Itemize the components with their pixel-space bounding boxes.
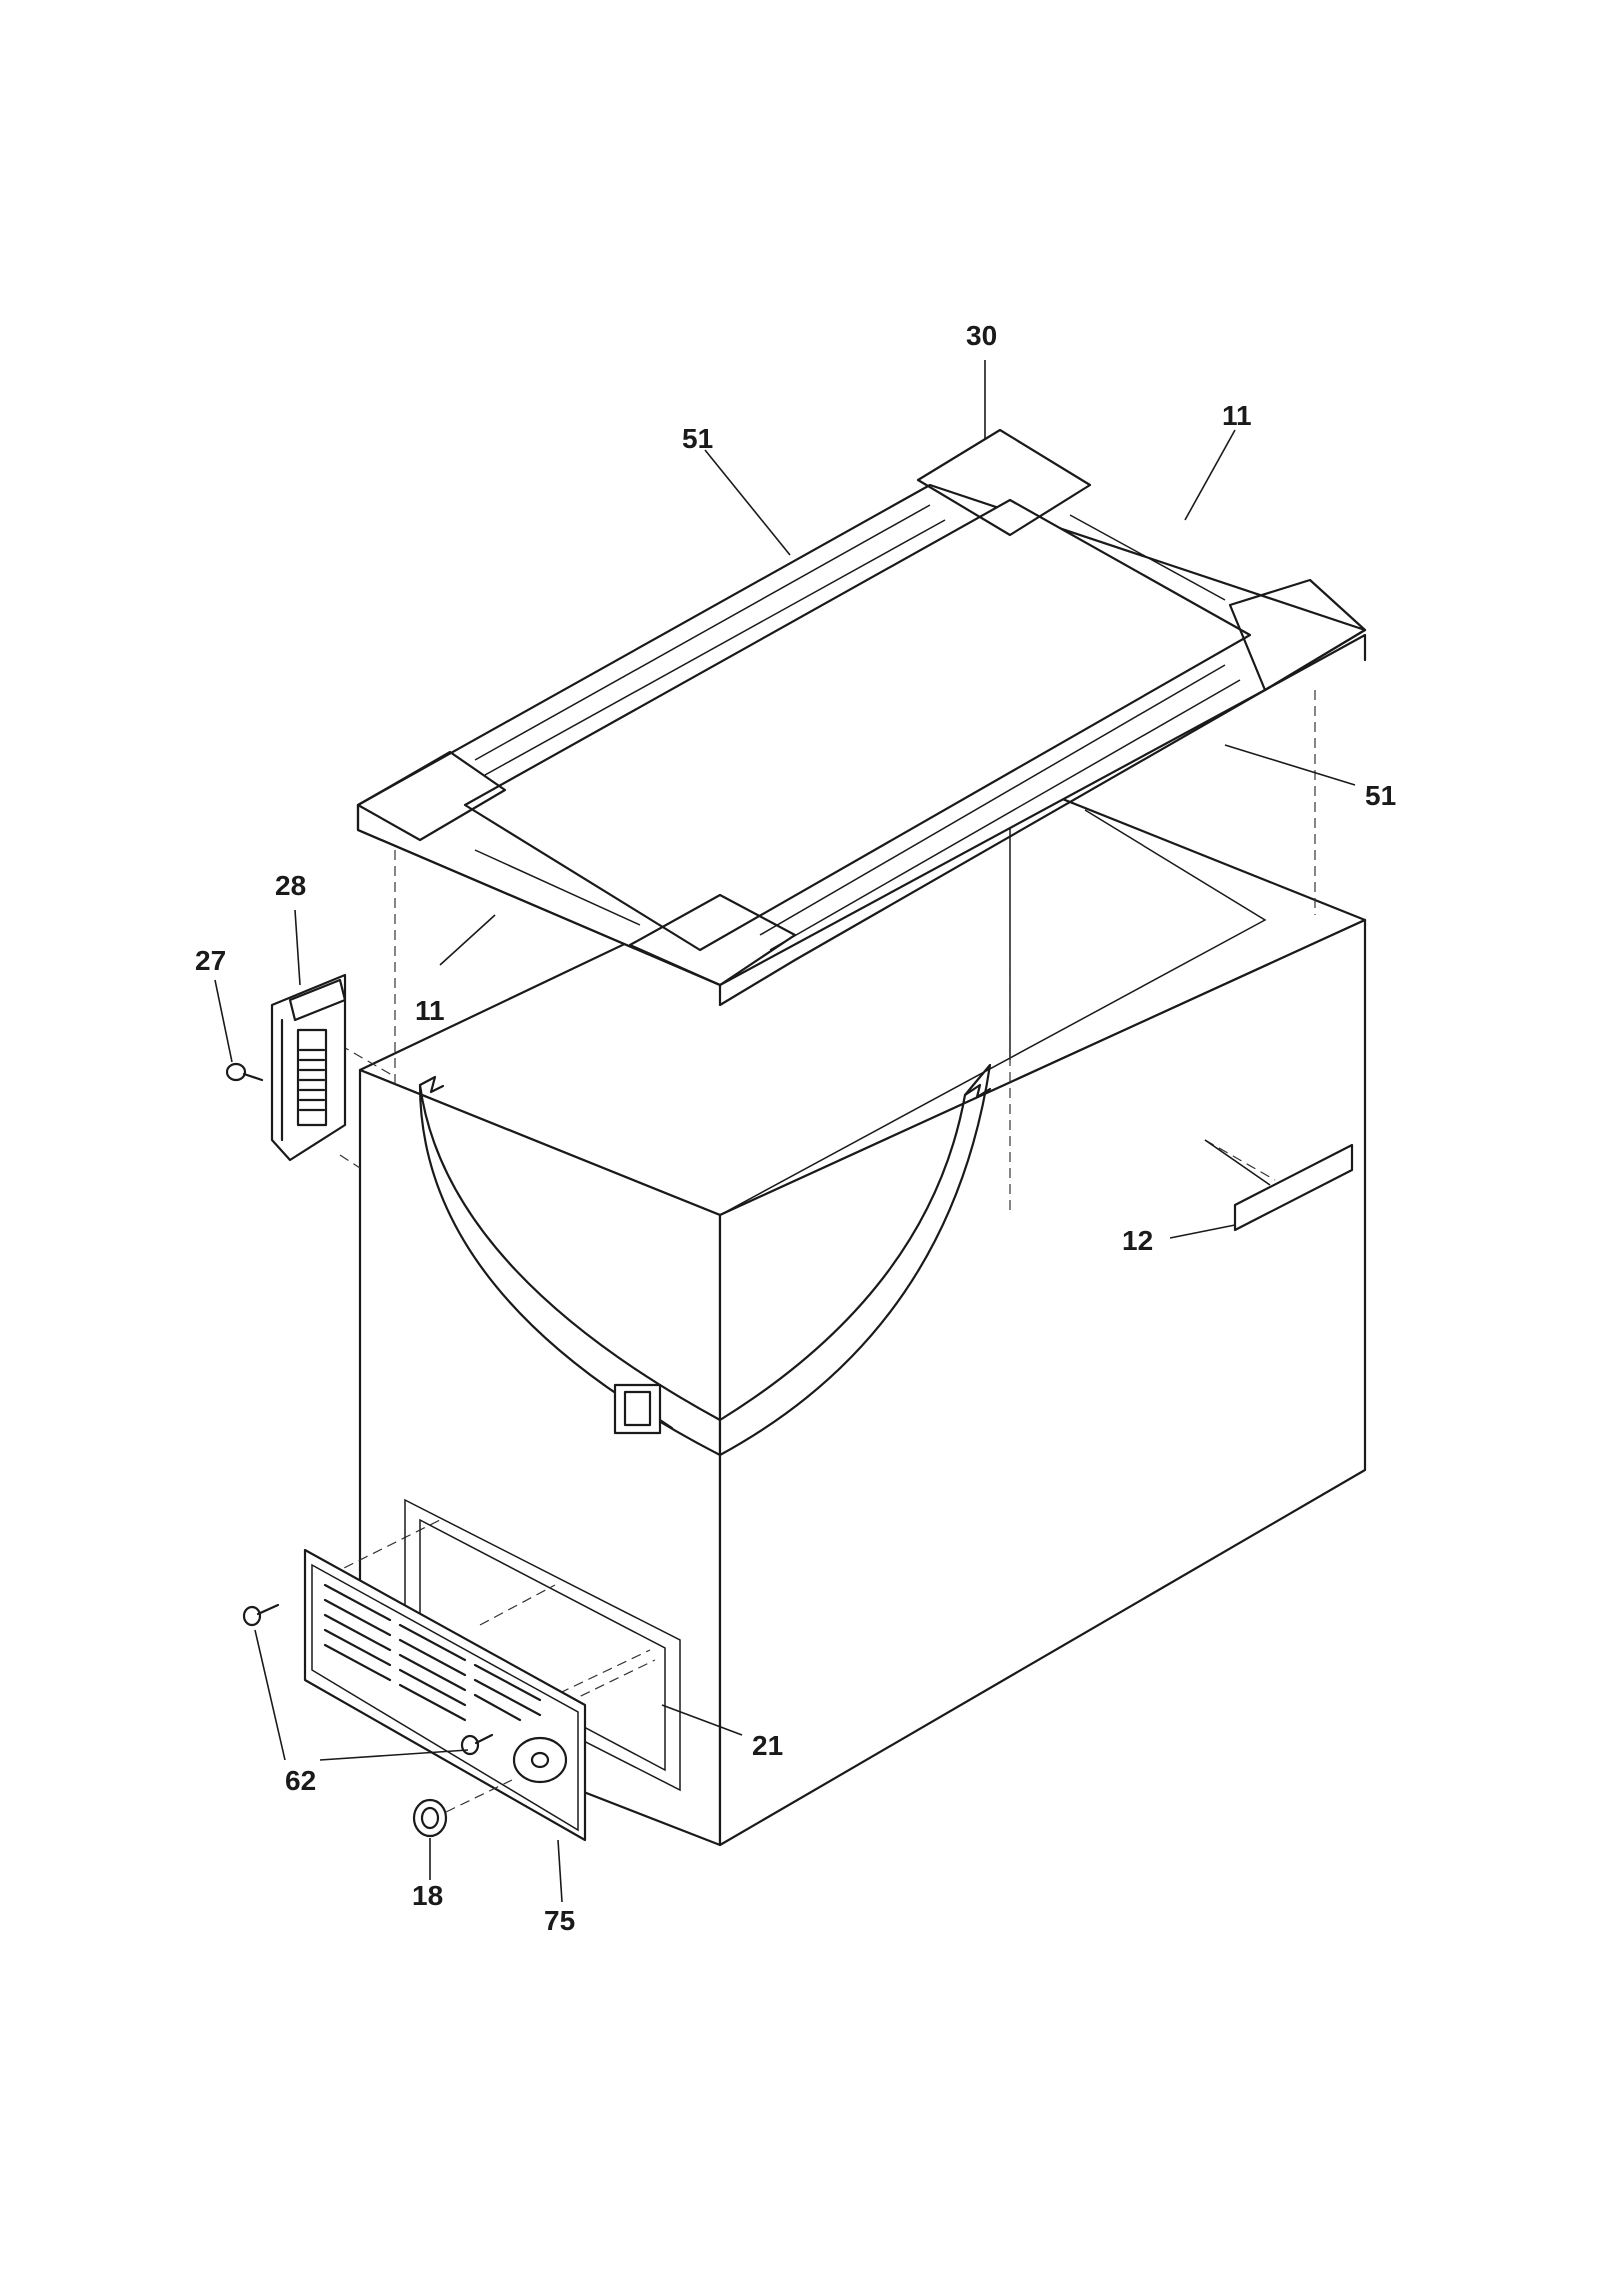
machine-compartment-opening (404, 1498, 681, 1792)
label-51-top: 51 (682, 423, 713, 454)
screw-27 (225, 1062, 264, 1082)
grille-screws (242, 1603, 494, 1756)
kickplate-grille (303, 1548, 587, 1842)
label-12: 12 (1122, 1225, 1153, 1256)
hinge-assembly (270, 973, 347, 1162)
label-21: 21 (752, 1730, 783, 1761)
label-30: 30 (966, 320, 997, 351)
label-11-top: 11 (1222, 400, 1252, 431)
breaker-strip-frame (356, 428, 1367, 1007)
temperature-control (613, 1383, 674, 1435)
label-11-left: 11 (415, 995, 445, 1026)
label-18: 18 (412, 1880, 443, 1911)
label-51-right: 51 (1365, 780, 1396, 811)
label-28: 28 (275, 870, 306, 901)
nameplate (1233, 1143, 1354, 1232)
control-knob (412, 1779, 513, 1838)
label-27: 27 (195, 945, 226, 976)
label-62: 62 (285, 1765, 316, 1796)
label-75: 75 (544, 1905, 575, 1936)
leader-lines (214, 360, 1356, 1903)
part-labels: 30 51 11 51 28 27 11 12 21 62 18 75 (195, 320, 1396, 1936)
